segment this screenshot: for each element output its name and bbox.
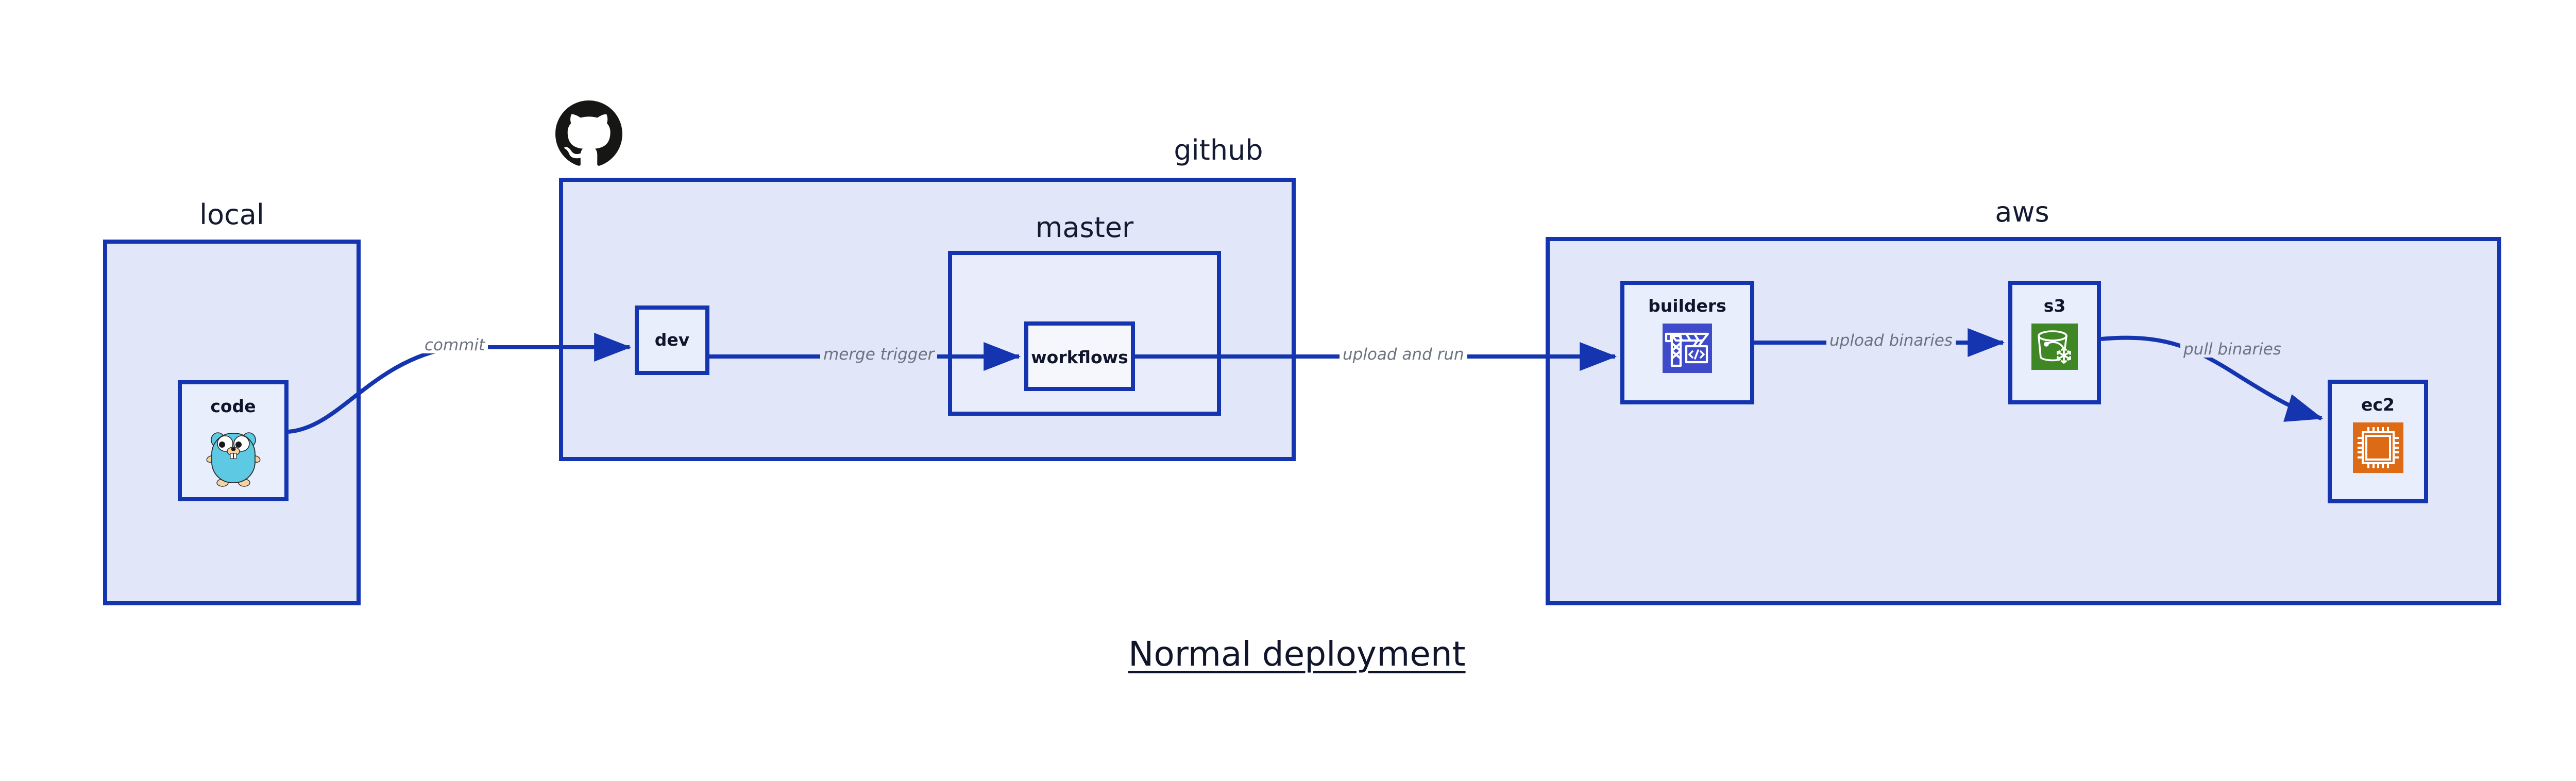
group-label-master: master [1035,211,1134,244]
edge-pull-binaries[interactable] [2100,335,2324,422]
cpu-chip-icon [2352,422,2403,473]
node-dev[interactable]: dev [635,305,709,375]
node-label-ec2: ec2 [2361,395,2395,415]
edge-label-pull-binaries: pull binaries [2180,342,2284,358]
node-s3[interactable]: s3 [2008,281,2101,404]
edge-label-commit: commit [421,337,488,353]
node-workflows[interactable]: workflows [1024,321,1135,391]
node-label-code: code [210,396,256,416]
node-ec2[interactable]: ec2 [2328,380,2428,503]
node-builders[interactable]: builders [1620,281,1754,404]
node-label-s3: s3 [2043,296,2066,316]
diagram-title: Normal deployment [1128,634,1466,674]
node-label-builders: builders [1648,296,1726,316]
group-label-github: github [1174,134,1263,166]
edge-label-merge-trigger: merge trigger [820,347,938,363]
group-label-aws: aws [1995,196,2049,228]
s3-glacier-bucket-icon [2031,324,2078,370]
github-octocat-logo [555,100,622,167]
crane-code-icon [1663,324,1712,373]
group-label-local: local [199,198,264,231]
edge-label-upload-binaries: upload binaries [1826,333,1956,349]
node-code[interactable]: code [178,380,289,501]
go-gopher-icon [206,426,261,487]
edge-commit[interactable] [288,333,632,434]
node-label-workflows: workflows [1031,347,1128,367]
node-label-dev: dev [654,330,690,350]
edge-label-upload-and-run: upload and run [1340,347,1467,363]
